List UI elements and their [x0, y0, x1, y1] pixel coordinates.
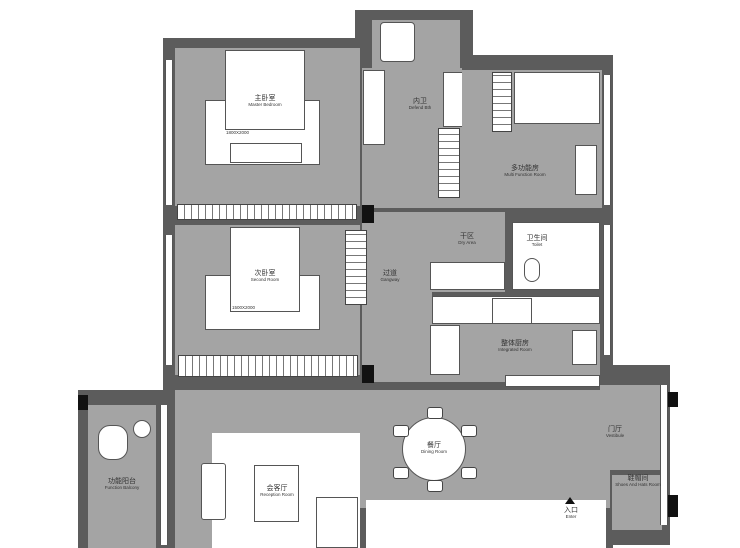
- label-en: Gangway: [380, 276, 400, 282]
- window: [165, 235, 173, 365]
- label-cn: 次卧室: [254, 269, 276, 277]
- label-cn: 功能阳台: [108, 477, 136, 485]
- label-cn: 多功能房: [511, 164, 539, 172]
- bed-size: 1800X2000: [226, 130, 250, 135]
- coffee-table: [254, 465, 299, 522]
- second-bed: [230, 227, 300, 312]
- dining-chair: [461, 467, 477, 479]
- label-cn: 餐厅: [427, 441, 441, 449]
- sink: [572, 330, 597, 365]
- window: [603, 225, 611, 355]
- lounge-chair: [98, 425, 128, 460]
- label-en: Reception Room: [260, 491, 294, 497]
- label-en: Toilet: [531, 241, 543, 247]
- label-en: Shoes And Hats Room: [615, 481, 661, 487]
- label-en: Defend Bth: [408, 104, 432, 110]
- exterior-corridor: [366, 500, 606, 548]
- label-en: Dry Area: [458, 239, 476, 245]
- master-bed: [225, 50, 305, 130]
- label-cn: 会客厅: [266, 484, 288, 492]
- window: [603, 75, 611, 205]
- column: [78, 395, 88, 410]
- toilet-room: [512, 222, 600, 290]
- column: [668, 392, 678, 407]
- armchair: [201, 463, 226, 520]
- wardrobe: [492, 72, 512, 132]
- label-cn: 整体厨房: [501, 339, 529, 347]
- dining-chair: [393, 467, 409, 479]
- entry-arrow-icon: [565, 497, 575, 504]
- dining-chair: [427, 480, 443, 492]
- label-en: Multi Function Room: [504, 171, 546, 177]
- wardrobe: [178, 355, 358, 377]
- label-en: Vestibule: [605, 432, 625, 438]
- column: [362, 205, 374, 223]
- column: [668, 495, 678, 517]
- label-cn: 过道: [383, 269, 397, 277]
- window: [660, 385, 668, 525]
- label-cn: 主卧室: [254, 94, 276, 102]
- window: [160, 405, 168, 545]
- dining-chair: [393, 425, 409, 437]
- dining-chair: [427, 407, 443, 419]
- window: [165, 60, 173, 205]
- label-en: Function Balcony: [104, 484, 140, 490]
- label-cn: 卫生间: [526, 234, 548, 242]
- wardrobe: [345, 230, 367, 305]
- sofa: [316, 497, 358, 548]
- bed-size: 1500X2000: [232, 305, 256, 310]
- wardrobe: [438, 128, 460, 198]
- wardrobe: [177, 204, 357, 220]
- label-en: Master Bedroom: [248, 101, 282, 107]
- label-cn: 鞋帽间: [627, 474, 649, 482]
- bathtub: [363, 70, 385, 145]
- wash-basin: [430, 262, 505, 290]
- shoes-room-floor: [612, 475, 662, 530]
- bench: [230, 143, 302, 163]
- stove: [492, 298, 532, 324]
- vestibule-floor: [600, 385, 660, 470]
- label-en: Integrated Room: [498, 346, 532, 352]
- label-cn: 内卫: [413, 97, 427, 105]
- side-table: [133, 420, 151, 438]
- label-cn: 干区: [460, 232, 474, 240]
- column: [362, 365, 374, 383]
- label-cn: 入口: [564, 506, 578, 514]
- label-en: Dining Room: [420, 448, 447, 454]
- kitchen-bar: [505, 375, 600, 387]
- toilet-bowl: [524, 258, 540, 282]
- gangway-floor: [362, 212, 432, 382]
- dining-chair: [461, 425, 477, 437]
- desk: [575, 145, 597, 195]
- fridge: [430, 325, 460, 375]
- label-cn: 门厅: [608, 425, 622, 433]
- label-en: Enter: [565, 513, 577, 519]
- label-en: Second Room: [250, 276, 280, 282]
- toilet-fixture: [380, 22, 415, 62]
- sofa-area: [514, 72, 600, 124]
